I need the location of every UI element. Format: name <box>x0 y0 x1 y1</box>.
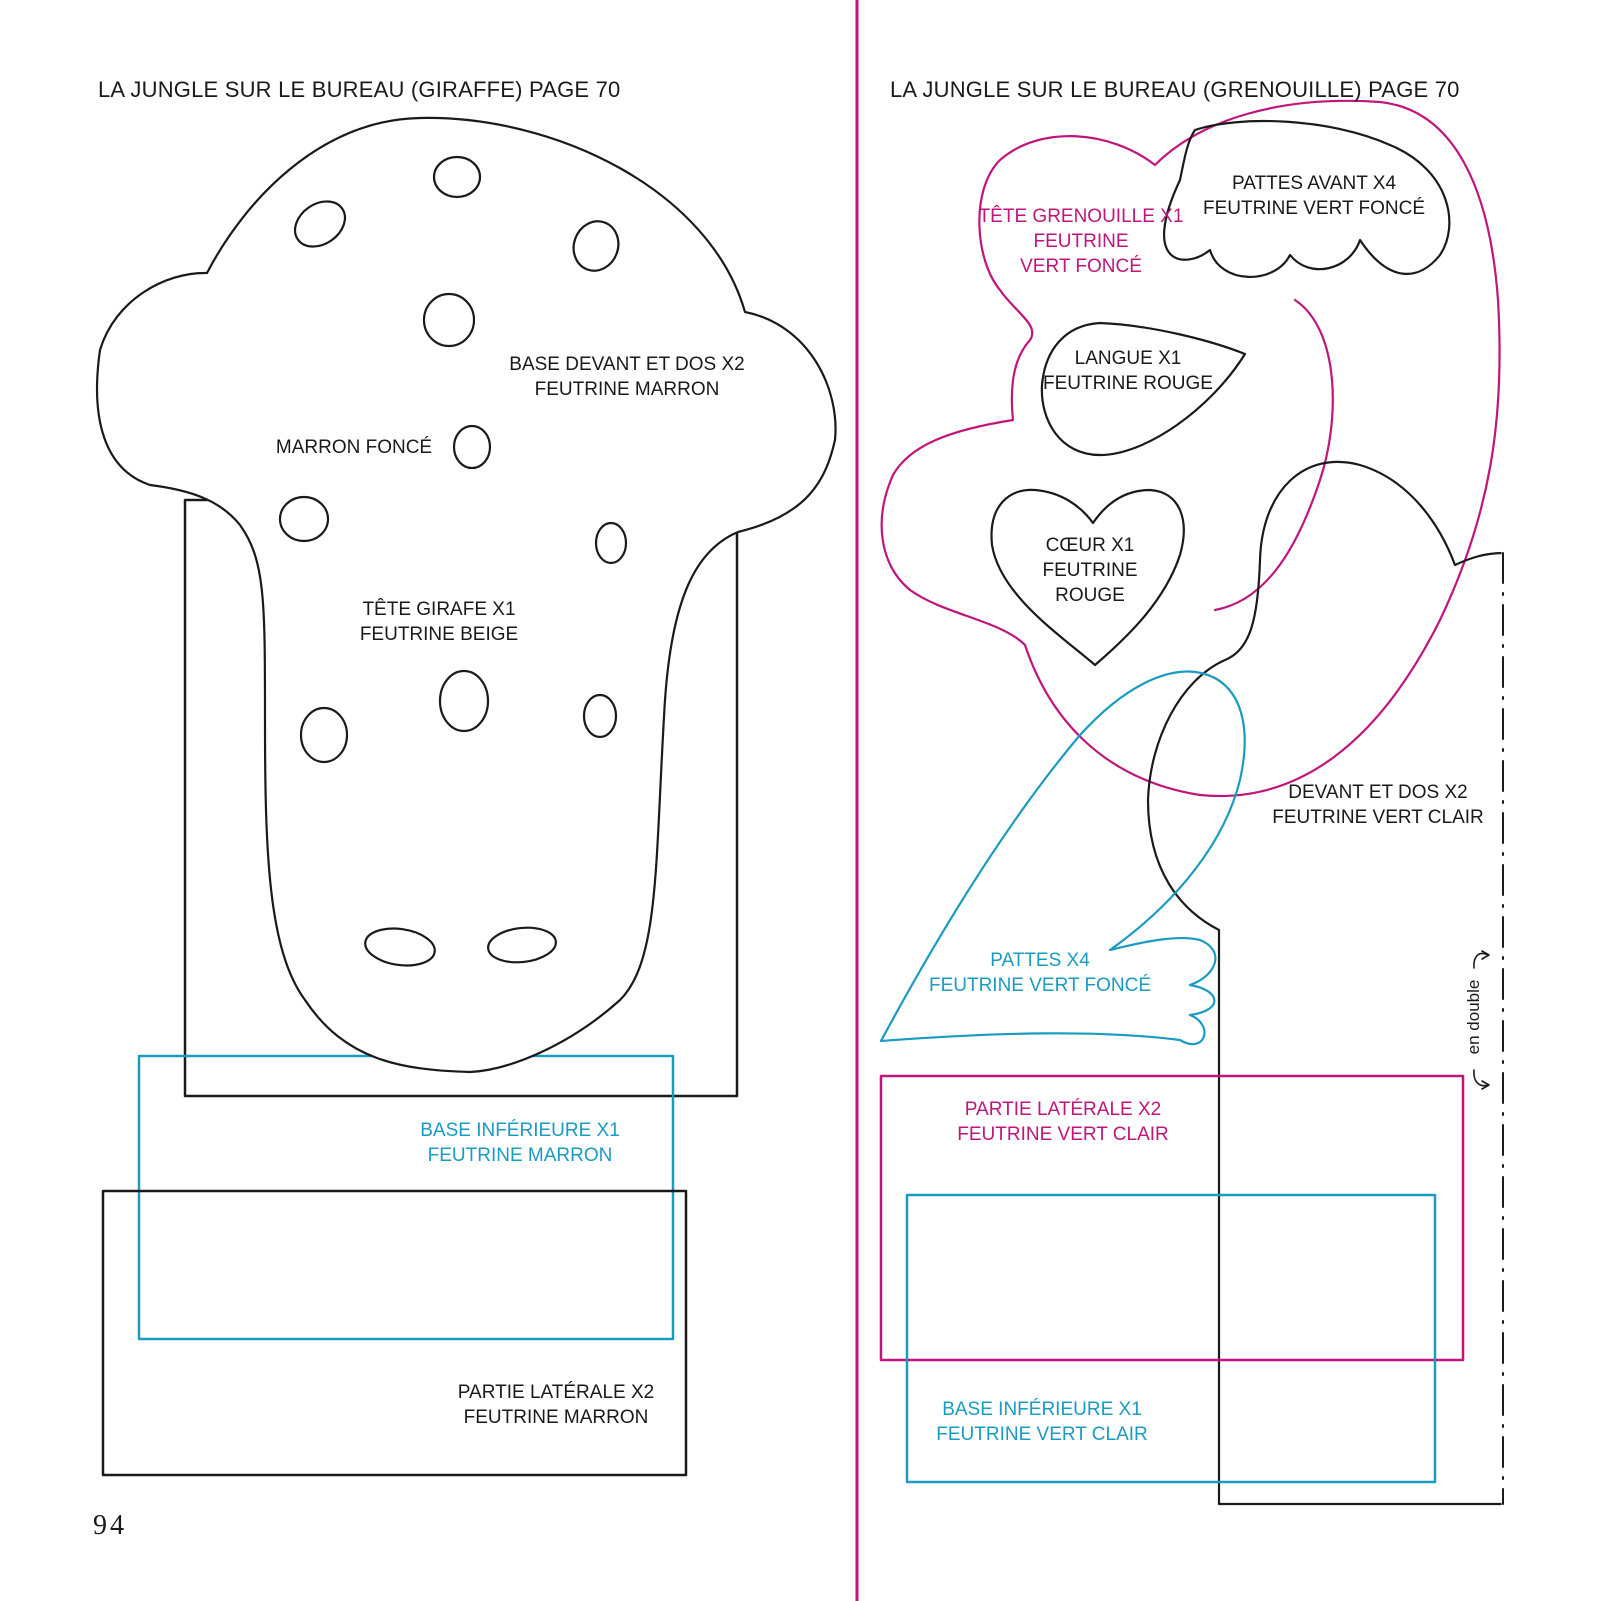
label-line: FEUTRINE MARRON <box>427 1145 613 1166</box>
label-line: CŒUR X1 <box>1045 535 1135 556</box>
frog-head-outline <box>880 99 1501 798</box>
frog-front-paw-outline <box>1162 119 1451 278</box>
frog-title: LA JUNGLE SUR LE BUREAU (GRENOUILLE) PAG… <box>890 77 1460 102</box>
label-line: PATTES X4 <box>990 950 1090 971</box>
fold-arrow <box>1473 952 1489 969</box>
label-frog-front-back: DEVANT ET DOS X2 FEUTRINE VERT CLAIR <box>1272 780 1484 830</box>
giraffe-spot <box>452 424 492 470</box>
giraffe-title: LA JUNGLE SUR LE BUREAU (GIRAFFE) PAGE 7… <box>98 77 621 102</box>
giraffe-head-outline <box>95 116 837 1074</box>
label-frog-heart: CŒUR X1 FEUTRINE ROUGE <box>1043 533 1138 608</box>
frog-side-part-outline <box>879 1074 1465 1362</box>
label-line: FEUTRINE VERT CLAIR <box>936 1424 1148 1445</box>
giraffe-spot <box>594 521 628 565</box>
label-line: LANGUE X1 <box>1074 348 1182 369</box>
label-dark-brown: MARRON FONCÉ <box>275 437 433 458</box>
label-line: FEUTRINE <box>1033 231 1129 252</box>
label-frog-tongue: LANGUE X1 FEUTRINE ROUGE <box>1043 346 1213 396</box>
label-line: BASE INFÉRIEURE X1 <box>942 1399 1142 1420</box>
label-line: PATTES AVANT X4 <box>1231 173 1397 194</box>
label-giraffe-side-part: PARTIE LATÉRALE X2 FEUTRINE MARRON <box>458 1380 654 1430</box>
label-line: FEUTRINE VERT FONCÉ <box>928 975 1152 996</box>
giraffe-spot <box>438 669 490 733</box>
label-line: VERT FONCÉ <box>1020 256 1142 277</box>
giraffe-spot <box>432 155 482 199</box>
frog-tongue-outline <box>1040 321 1247 457</box>
fold-arrow <box>1473 1069 1489 1087</box>
label-frog-legs: PATTES X4 FEUTRINE VERT FONCÉ <box>929 948 1151 998</box>
label-line: TÊTE GIRAFE X1 <box>362 599 516 620</box>
frog-leg-outline <box>879 670 1246 1046</box>
giraffe-spot <box>582 693 618 739</box>
label-giraffe-base-bottom: BASE INFÉRIEURE X1 FEUTRINE MARRON <box>420 1118 620 1168</box>
label-line: FEUTRINE BEIGE <box>359 624 519 645</box>
label-line: PARTIE LATÉRALE X2 <box>964 1099 1162 1120</box>
label-giraffe-head: TÊTE GIRAFE X1 FEUTRINE BEIGE <box>360 597 518 647</box>
giraffe-spot <box>299 706 349 764</box>
label-line: FEUTRINE VERT CLAIR <box>1272 807 1484 828</box>
label-frog-base-bottom: BASE INFÉRIEURE X1 FEUTRINE VERT CLAIR <box>936 1397 1148 1447</box>
giraffe-base-bottom-outline <box>137 1054 675 1341</box>
label-line: ROUGE <box>1055 585 1125 606</box>
label-frog-side-part: PARTIE LATÉRALE X2 FEUTRINE VERT CLAIR <box>957 1097 1169 1147</box>
label-line: FEUTRINE MARRON <box>463 1407 649 1428</box>
label-base-front-back: BASE DEVANT ET DOS X2 FEUTRINE MARRON <box>509 352 744 402</box>
giraffe-spot <box>422 292 476 348</box>
giraffe-side-part-outline <box>101 1189 688 1477</box>
label-frog-head: TÊTE GRENOUILLE X1 FEUTRINE VERT FONCÉ <box>979 204 1184 279</box>
label-frog-front-paws: PATTES AVANT X4 FEUTRINE VERT FONCÉ <box>1203 171 1425 221</box>
label-line: FEUTRINE <box>1042 560 1138 581</box>
giraffe-spot <box>572 220 620 272</box>
giraffe-nostril <box>487 926 557 964</box>
giraffe-spot <box>293 200 347 248</box>
giraffe-spot <box>278 495 330 543</box>
label-fold-note: en double <box>1464 979 1483 1055</box>
frog-head-inner-curve <box>1213 298 1334 612</box>
frog-front-back-outline <box>1146 460 1505 1506</box>
label-line: PARTIE LATÉRALE X2 <box>457 1382 655 1403</box>
fold-arrowhead <box>1481 950 1490 960</box>
fold-arrowhead <box>1481 1080 1490 1090</box>
frog-base-bottom-outline <box>905 1193 1437 1484</box>
label-line: TÊTE GRENOUILLE X1 <box>978 206 1184 227</box>
label-line: FEUTRINE VERT FONCÉ <box>1202 198 1426 219</box>
label-line: FEUTRINE MARRON <box>534 379 720 400</box>
label-line: FEUTRINE VERT CLAIR <box>957 1124 1169 1145</box>
label-line: FEUTRINE ROUGE <box>1043 373 1213 394</box>
label-line: BASE DEVANT ET DOS X2 <box>509 354 745 375</box>
label-line: DEVANT ET DOS X2 <box>1288 782 1468 803</box>
frog-heart-outline <box>990 488 1185 667</box>
page-number: 94 <box>93 1510 127 1541</box>
label-line: BASE INFÉRIEURE X1 <box>420 1120 620 1141</box>
giraffe-nostril <box>364 927 436 967</box>
